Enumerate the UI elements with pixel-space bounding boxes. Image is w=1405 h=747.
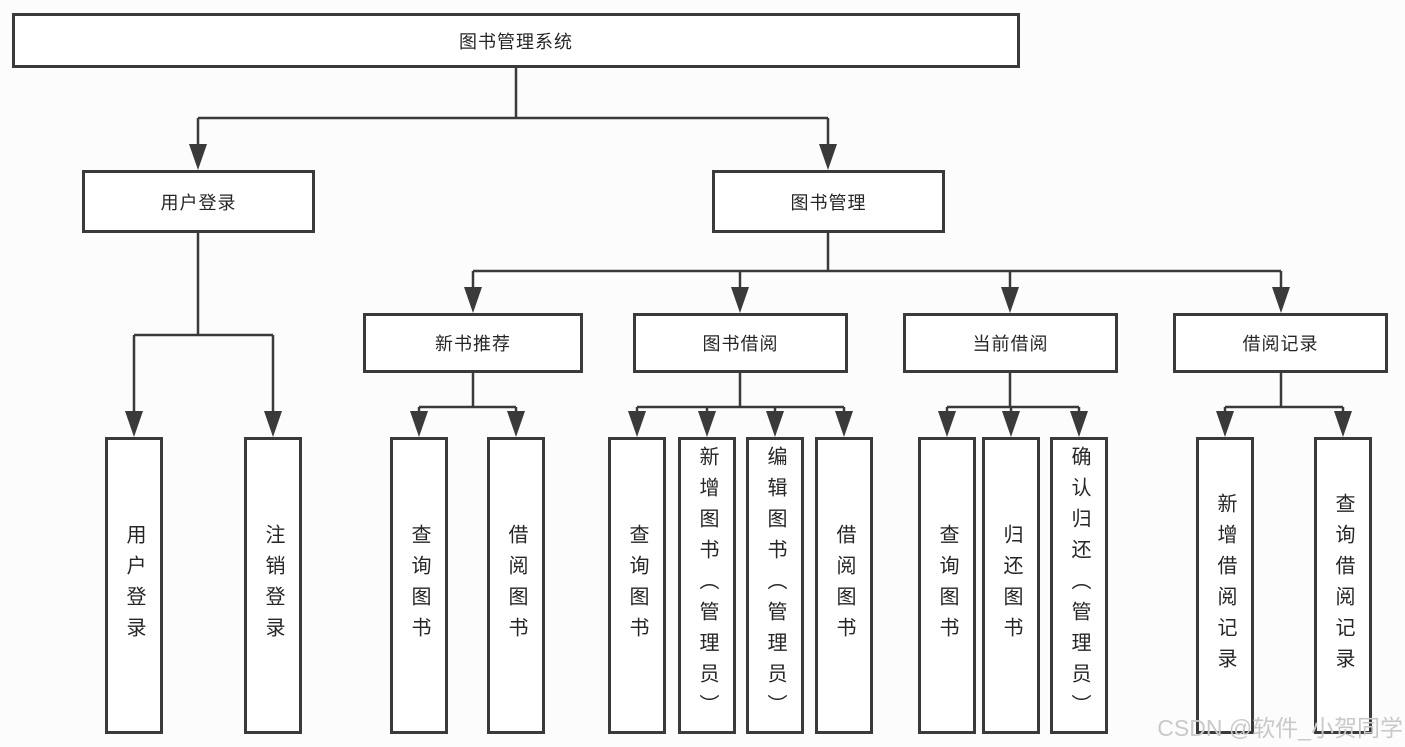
- node-add-borrow-record: 新增借阅记录: [1196, 437, 1254, 734]
- connector-borrowing-records-to-leaves: [1216, 373, 1352, 437]
- csdn-watermark: CSDN @软件_小贺同学: [1157, 715, 1403, 741]
- node-book-management: 图书管理: [712, 170, 945, 233]
- node-confirm-return-admin: 确认归还（管理员）: [1050, 437, 1108, 734]
- node-query-books-borrow: 查询图书: [608, 437, 666, 734]
- node-query-books-recommend: 查询图书: [390, 437, 448, 734]
- node-query-borrow-record: 查询借阅记录: [1314, 437, 1372, 734]
- connector-current-borrowing-to-leaves: [938, 373, 1088, 437]
- node-library-management-system: 图书管理系统: [12, 13, 1020, 68]
- node-add-books-admin: 新增图书（管理员）: [678, 437, 736, 734]
- connector-user-login-to-leaves: [125, 233, 282, 437]
- node-current-borrowing: 当前借阅: [903, 313, 1118, 373]
- node-logout-login: 注销登录: [244, 437, 302, 734]
- node-borrowing-records: 借阅记录: [1173, 313, 1388, 373]
- node-user-login-action: 用户登录: [105, 437, 163, 734]
- node-book-borrowing: 图书借阅: [633, 313, 848, 373]
- connector-new-book-recommendation-to-leaves: [410, 373, 525, 437]
- node-new-book-recommendation: 新书推荐: [363, 313, 583, 373]
- node-query-books-current: 查询图书: [918, 437, 976, 734]
- node-user-login: 用户登录: [82, 170, 315, 233]
- connector-book-management-to-level3: [464, 233, 1290, 313]
- connector-root-to-level2: [189, 68, 837, 170]
- node-edit-books-admin: 编辑图书（管理员）: [746, 437, 804, 734]
- node-return-books: 归还图书: [982, 437, 1040, 734]
- node-borrow-books-action: 借阅图书: [815, 437, 873, 734]
- connector-book-borrowing-to-leaves: [628, 373, 853, 437]
- node-borrow-books-recommend: 借阅图书: [487, 437, 545, 734]
